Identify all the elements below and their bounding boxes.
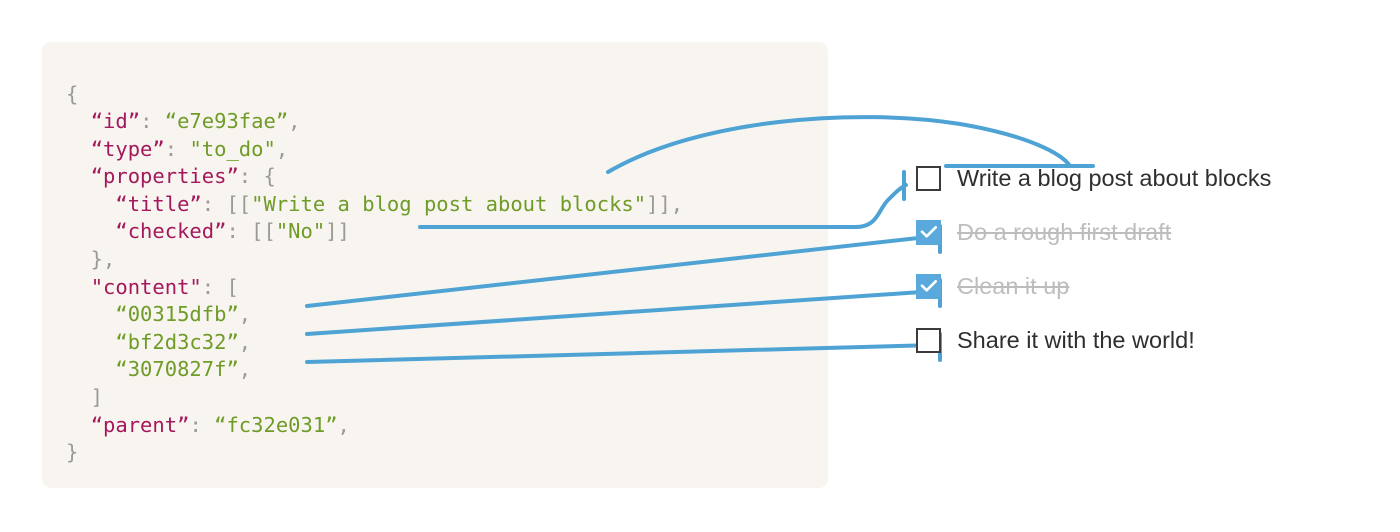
code-token-key: “title” [115, 191, 202, 216]
code-token-pun: ]] [325, 219, 350, 244]
code-token-pun: , [275, 136, 289, 161]
code-token-str: “fc32e031” [214, 412, 338, 437]
code-token-pun [66, 357, 115, 381]
code-token-pun: , [238, 357, 252, 382]
code-line: "content": [ [66, 274, 683, 302]
checkbox-unchecked-icon[interactable] [916, 165, 941, 191]
code-token-key: “parent” [90, 412, 190, 437]
code-line: “title”: [["Write a blog post about bloc… [66, 191, 683, 219]
code-token-pun [66, 164, 91, 188]
code-token-pun: ] [66, 385, 104, 410]
code-token-pun [66, 302, 115, 326]
checklist-item-0[interactable]: Write a blog post about blocks [908, 160, 1271, 196]
code-token-pun [66, 137, 91, 161]
code-token-key: “checked” [115, 219, 227, 244]
checkbox-unchecked-icon[interactable] [916, 327, 941, 353]
code-token-pun [66, 413, 91, 437]
checklist-item-1[interactable]: Do a rough first draft [908, 214, 1171, 250]
code-token-str: “00315dfb” [115, 302, 239, 327]
code-line: }, [66, 246, 683, 274]
code-line: “type”: "to_do", [66, 136, 683, 164]
code-line: “00315dfb”, [66, 301, 683, 329]
code-token-pun [66, 109, 91, 133]
code-token-pun: , [288, 109, 301, 134]
code-token-pun [66, 275, 91, 299]
code-line: “parent”: “fc32e031”, [66, 412, 683, 440]
code-token-str: "No" [275, 219, 326, 244]
code-line: “checked”: [["No"]] [66, 218, 683, 246]
checklist-item-label: Write a blog post about blocks [957, 164, 1272, 191]
code-line: “properties”: { [66, 163, 683, 191]
checkbox-checked-icon[interactable] [916, 219, 941, 245]
code-token-key: “properties” [90, 164, 239, 189]
code-token-pun: , [238, 302, 252, 327]
code-token-pun: ]], [646, 191, 684, 216]
code-token-key: "content" [90, 274, 202, 299]
checklist-item-label: Clean it up [957, 272, 1070, 299]
code-token-pun: : [[ [201, 191, 252, 216]
code-token-str: “bf2d3c32” [115, 329, 239, 354]
checklist-item-3[interactable]: Share it with the world! [908, 322, 1195, 358]
code-token-str: “e7e93fae” [164, 109, 289, 134]
code-token-pun: , [238, 329, 252, 354]
code-token-key: “id” [90, 109, 141, 134]
code-line: ] [66, 384, 683, 412]
code-line: } [66, 439, 683, 467]
json-code-panel: { “id”: “e7e93fae”, “type”: "to_do", “pr… [42, 42, 828, 488]
code-line: “id”: “e7e93fae”, [66, 108, 683, 136]
code-token-str: "Write a blog post about blocks" [251, 191, 647, 216]
code-token-pun: { [66, 81, 79, 106]
checklist-item-label: Do a rough first draft [957, 218, 1172, 245]
code-token-key: “type” [90, 136, 165, 161]
code-token-pun: : [140, 109, 165, 134]
checklist-item-2[interactable]: Clean it up [908, 268, 1069, 304]
code-token-str: “3070827f” [115, 357, 239, 382]
json-code-block: { “id”: “e7e93fae”, “type”: "to_do", “pr… [66, 81, 683, 467]
checklist-item-label: Share it with the world! [957, 326, 1195, 353]
code-token-pun: : [189, 412, 215, 437]
code-token-pun: }, [66, 247, 116, 272]
code-token-pun: : [164, 136, 190, 161]
code-line: “bf2d3c32”, [66, 329, 683, 357]
code-token-pun: } [66, 440, 79, 465]
code-token-pun: : { [238, 164, 276, 189]
code-token-pun: , [337, 412, 350, 437]
code-line: { [66, 81, 683, 109]
code-token-pun: : [[ [226, 219, 276, 244]
code-token-pun [66, 219, 115, 243]
code-token-pun: : [ [201, 274, 239, 299]
code-token-pun [66, 330, 115, 354]
code-line: “3070827f”, [66, 356, 683, 384]
code-token-str: "to_do" [189, 136, 276, 161]
checkbox-checked-icon[interactable] [916, 273, 941, 299]
code-token-pun [66, 192, 115, 216]
